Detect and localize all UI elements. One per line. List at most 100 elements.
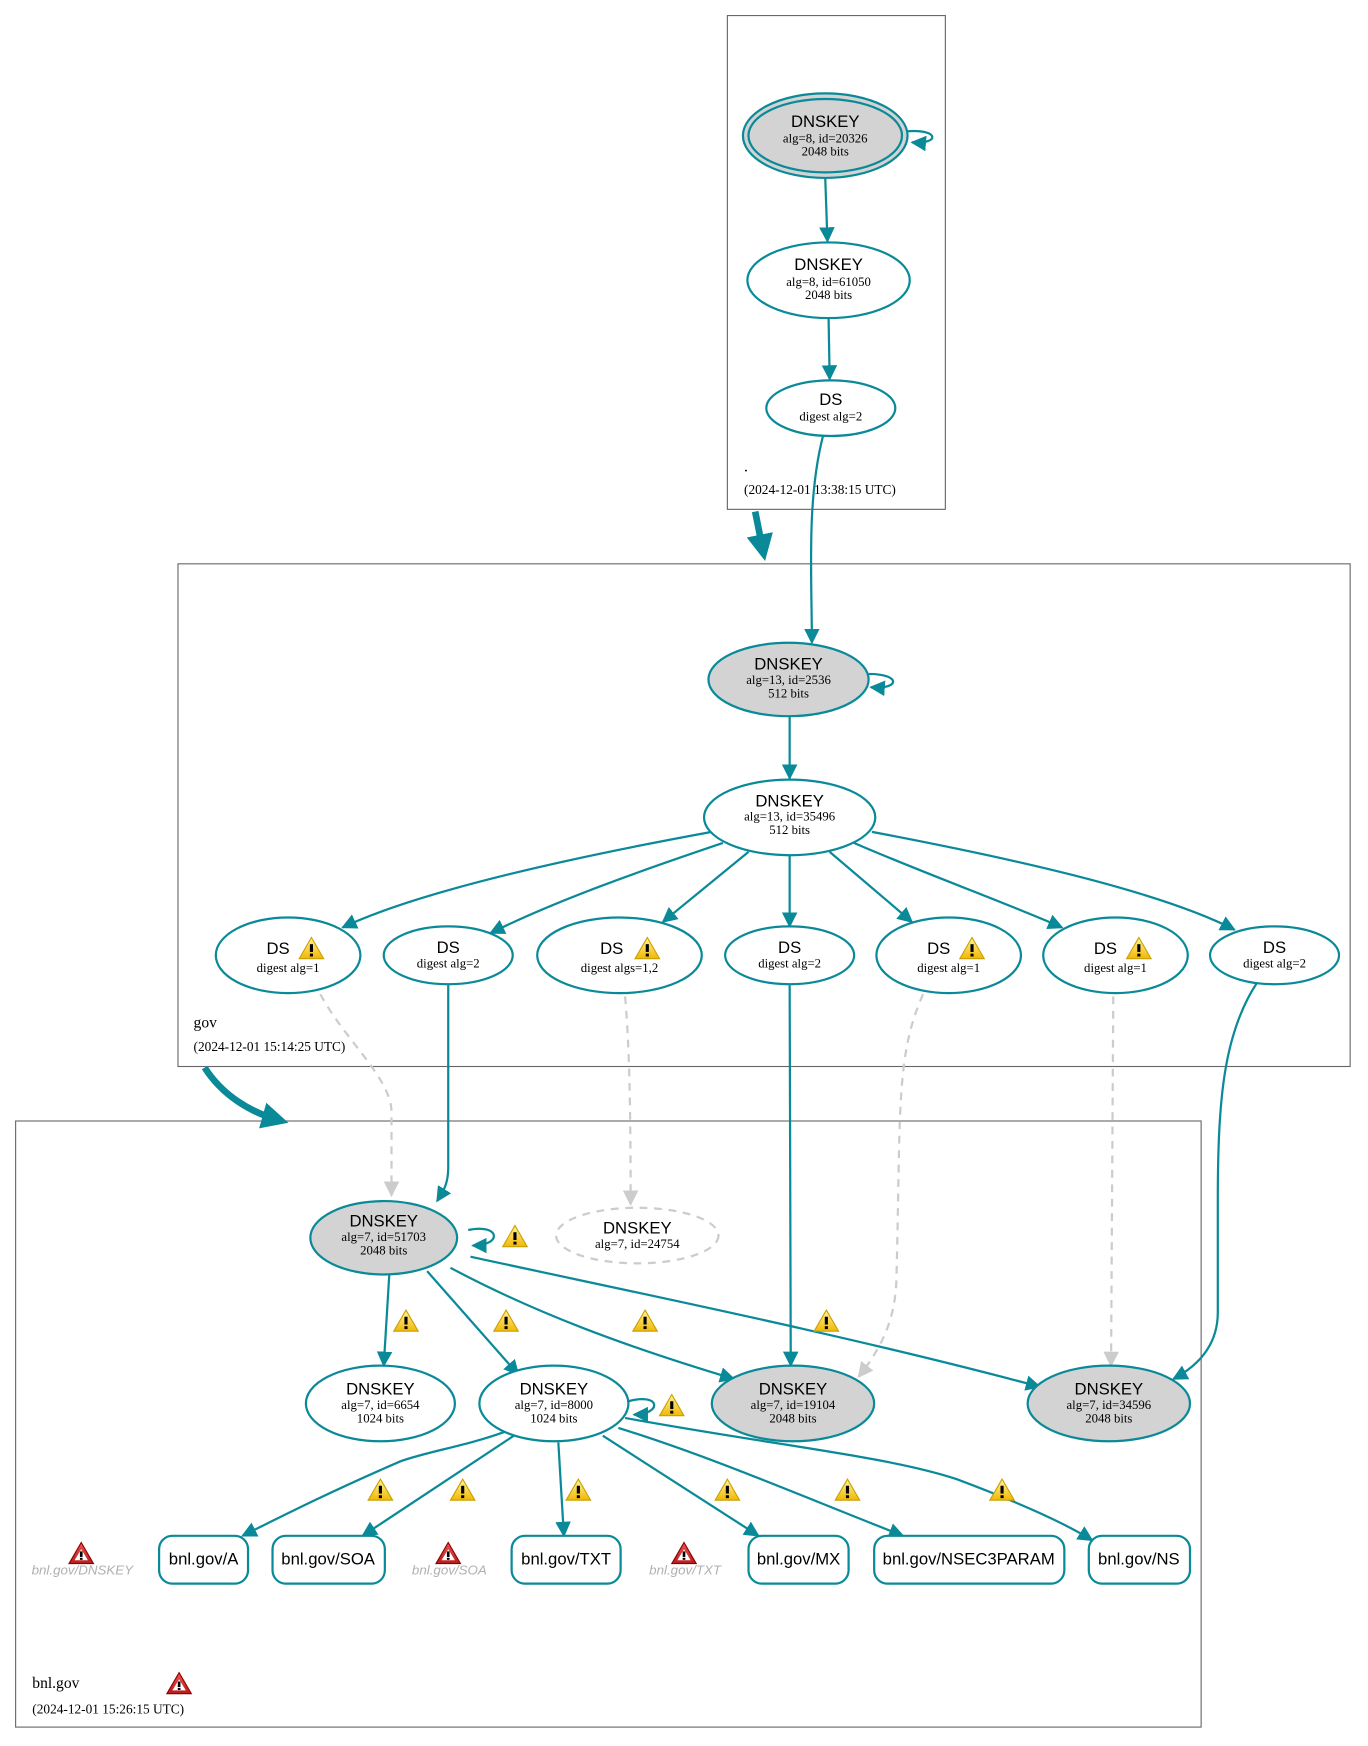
error-node-soa[interactable]: bnl.gov/SOA: [412, 1541, 487, 1578]
rrset-label: bnl.gov/NSEC3PARAM: [883, 1550, 1055, 1569]
node-title: DNSKEY: [759, 1380, 828, 1399]
edge-ds2-bnl-51703: [436, 985, 452, 1203]
edge-root-ksk-zsk: [819, 177, 835, 243]
zone-root-timestamp: (2024-12-01 13:38:15 UTC): [744, 482, 896, 497]
node-detail: alg=8, id=61050: [786, 275, 871, 289]
node-title: DS: [1094, 939, 1117, 958]
edge-8000-soa: [361, 1434, 515, 1537]
node-bnl-ksk-19104[interactable]: DNSKEY alg=7, id=19104 2048 bits: [710, 1364, 876, 1443]
node-detail: digest alg=2: [1243, 957, 1306, 971]
node-detail: alg=7, id=19104: [751, 1398, 836, 1412]
node-gov-ds-6[interactable]: DS digest alg=1: [1042, 916, 1189, 995]
delegation-arrow-gov-bnl: [201, 1065, 289, 1129]
zone-bnl-name: bnl.gov: [32, 1675, 79, 1692]
edge-8000-txt: [555, 1442, 571, 1538]
rrset-nsec3param[interactable]: bnl.gov/NSEC3PARAM: [873, 1534, 1066, 1585]
node-gov-ds-4[interactable]: DS digest alg=2: [724, 925, 856, 986]
error-label: bnl.gov/TXT: [649, 1563, 722, 1578]
node-title: DS: [266, 939, 289, 958]
rrset-ns[interactable]: bnl.gov/NS: [1087, 1534, 1192, 1585]
zone-gov-timestamp: (2024-12-01 15:14:25 UTC): [194, 1039, 346, 1054]
edge-gov-zsk-ds3: [661, 851, 750, 923]
node-title: DNSKEY: [520, 1380, 589, 1399]
node-title: DNSKEY: [755, 791, 824, 810]
edge-51703-8000: [426, 1270, 520, 1376]
delegation-arrow-root-gov: [746, 510, 773, 561]
node-gov-zsk[interactable]: DNSKEY alg=13, id=35496 512 bits: [702, 778, 877, 857]
zone-bnl-timestamp: (2024-12-01 15:26:15 UTC): [32, 1702, 184, 1717]
rrset-label: bnl.gov/SOA: [281, 1550, 375, 1569]
edge-8000-ns: [624, 1416, 1094, 1542]
node-title: DS: [778, 938, 801, 957]
node-detail: alg=13, id=2536: [746, 673, 831, 687]
rrset-label: bnl.gov/MX: [757, 1550, 840, 1569]
edge-8000-a: [241, 1430, 507, 1537]
rrset-mx[interactable]: bnl.gov/MX: [747, 1534, 850, 1585]
node-bnl-ksk-34596[interactable]: DNSKEY alg=7, id=34596 2048 bits: [1026, 1364, 1192, 1443]
node-detail: 512 bits: [769, 823, 810, 837]
node-title: DNSKEY: [1075, 1380, 1144, 1399]
rrset-label: bnl.gov/TXT: [521, 1550, 611, 1569]
node-bnl-zsk-6654[interactable]: DNSKEY alg=7, id=6654 1024 bits: [304, 1364, 457, 1443]
node-detail: 512 bits: [768, 686, 809, 700]
edge-self-bnl-8000: [628, 1398, 656, 1423]
rrset-a[interactable]: bnl.gov/A: [157, 1534, 250, 1585]
error-node-dnskey[interactable]: bnl.gov/DNSKEY: [32, 1541, 135, 1578]
edge-gov-zsk-ds6: [853, 841, 1064, 930]
node-gov-ksk[interactable]: DNSKEY alg=13, id=2536 512 bits: [707, 641, 870, 718]
edge-gov-zsk-ds2: [489, 841, 724, 935]
rrset-soa[interactable]: bnl.gov/SOA: [271, 1534, 386, 1585]
node-detail: alg=8, id=20326: [783, 131, 868, 145]
node-detail: 1024 bits: [530, 1411, 577, 1425]
node-title: DS: [600, 939, 623, 958]
edge-gov-zsk-ds5: [828, 851, 914, 923]
node-gov-ds-1[interactable]: DS digest alg=1: [214, 916, 362, 995]
node-detail: 2048 bits: [802, 145, 849, 159]
node-title: DNSKEY: [794, 255, 863, 274]
edge-self-bnl-51703: [468, 1227, 495, 1254]
edge-51703-6654: [376, 1274, 393, 1368]
node-title: DS: [819, 390, 842, 409]
edge-8000-mx: [602, 1434, 760, 1537]
node-title: DNSKEY: [603, 1218, 672, 1237]
edge-root-zsk-ds: [821, 318, 838, 381]
node-detail: 2048 bits: [769, 1411, 816, 1425]
node-bnl-zsk-8000[interactable]: DNSKEY alg=7, id=8000 1024 bits: [478, 1364, 630, 1443]
edge-self-gov-ksk: [868, 672, 894, 697]
node-detail: 2048 bits: [805, 288, 852, 302]
error-label: bnl.gov/SOA: [412, 1563, 487, 1578]
node-title: DS: [1263, 938, 1286, 957]
node-detail: digest algs=1,2: [581, 961, 658, 975]
node-root-zsk[interactable]: DNSKEY alg=8, id=61050 2048 bits: [746, 241, 911, 320]
node-detail: digest alg=1: [1084, 961, 1147, 975]
node-detail: digest alg=2: [799, 409, 862, 423]
node-detail: alg=13, id=35496: [744, 810, 835, 824]
edge-ds6-bnl-34596: [1103, 996, 1119, 1368]
edge-ds5-bnl-19104: [857, 993, 925, 1379]
edge-gov-zsk-ds7: [871, 830, 1236, 931]
rrset-label: bnl.gov/A: [169, 1550, 239, 1569]
node-root-ds[interactable]: DS digest alg=2: [765, 379, 897, 438]
node-bnl-missing-24754[interactable]: DNSKEY alg=7, id=24754: [554, 1206, 720, 1265]
rrset-txt[interactable]: bnl.gov/TXT: [510, 1534, 622, 1585]
node-title: DNSKEY: [754, 654, 823, 673]
node-gov-ds-3[interactable]: DS digest algs=1,2: [536, 916, 703, 995]
edge-51703-34596: [470, 1255, 1042, 1391]
node-detail: alg=7, id=34596: [1067, 1398, 1152, 1412]
edge-ds1-bnl-51703: [319, 993, 400, 1198]
node-root-ksk[interactable]: DNSKEY alg=8, id=20326 2048 bits: [741, 92, 909, 180]
node-gov-ds-5[interactable]: DS digest alg=1: [875, 916, 1023, 995]
edge-51703-19104: [449, 1266, 736, 1383]
error-node-txt[interactable]: bnl.gov/TXT: [649, 1541, 722, 1578]
node-detail: alg=7, id=24754: [595, 1237, 680, 1251]
node-gov-ds-2[interactable]: DS digest alg=2: [382, 925, 514, 986]
node-bnl-ksk-51703[interactable]: DNSKEY alg=7, id=51703 2048 bits: [309, 1199, 459, 1276]
edge-8000-nsec3param: [618, 1426, 905, 1538]
node-detail: digest alg=1: [917, 961, 980, 975]
node-title: DS: [927, 939, 950, 958]
node-title: DNSKEY: [791, 112, 860, 131]
edge-ds3-bnl-24754: [622, 996, 639, 1206]
node-gov-ds-7[interactable]: DS digest alg=2: [1208, 925, 1341, 986]
edge-gov-zsk-ds1: [341, 830, 713, 929]
